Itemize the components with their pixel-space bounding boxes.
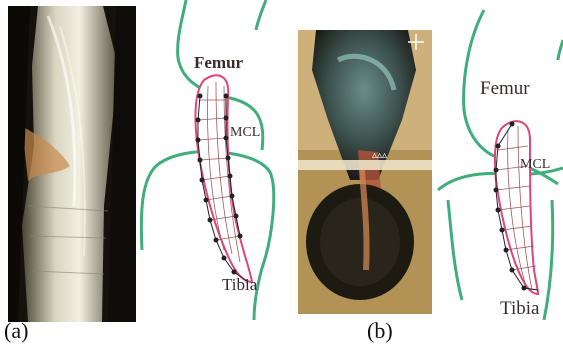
panel-caption-b: (b)	[367, 318, 393, 344]
ligament-diagram-a: Femur MCL Tibia	[138, 0, 288, 320]
mcl-label-b: MCL	[520, 157, 550, 172]
femur-outline-a-right	[256, 0, 266, 30]
mcl-label-a: MCL	[230, 125, 260, 140]
ligament-photo-b: ▵▵▵	[298, 30, 432, 314]
femur-label-a: Femur	[194, 53, 244, 72]
panel-caption-a: (a)	[4, 318, 28, 344]
tibia-label-a: Tibia	[222, 275, 258, 294]
ligament-photo-a	[8, 6, 136, 322]
tibia-label-b: Tibia	[500, 298, 540, 319]
femur-label-b: Femur	[480, 78, 530, 99]
ligament-diagram-b: Femur MCL Tibia	[434, 0, 563, 320]
femur-outline-b-right	[558, 40, 563, 60]
svg-text:▵▵▵: ▵▵▵	[372, 150, 387, 161]
